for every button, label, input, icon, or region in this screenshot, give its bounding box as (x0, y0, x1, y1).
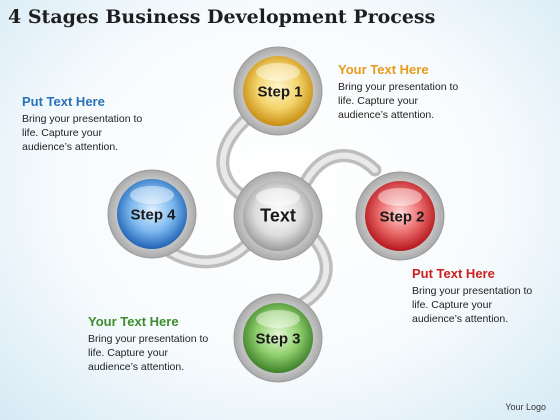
step4-node (107, 169, 197, 259)
note-title: Your Text Here (88, 314, 179, 329)
note-body: Bring your presentation to life. Capture… (338, 81, 459, 121)
step1-node (233, 46, 323, 136)
page-title: 4 Stages Business Development Process (8, 6, 436, 28)
note-title: Your Text Here (338, 62, 429, 77)
note-step2: Put Text Here Bring your presentation to… (412, 266, 544, 326)
note-step3: Your Text Here Bring your presentation t… (88, 314, 220, 374)
step3-node (233, 293, 323, 383)
step2-label: Step 2 (379, 208, 425, 226)
step1-label: Step 1 (257, 83, 303, 101)
note-body: Bring your presentation to life. Capture… (88, 333, 209, 373)
step3-label: Step 3 (255, 330, 301, 348)
step4-label: Step 4 (130, 206, 176, 224)
step2-node (355, 171, 445, 261)
center-node (233, 171, 323, 261)
note-title: Put Text Here (412, 266, 495, 281)
center-label: Text (260, 205, 296, 226)
note-body: Bring your presentation to life. Capture… (412, 285, 533, 325)
note-body: Bring your presentation to life. Capture… (22, 113, 143, 153)
footer-logo: Your Logo (505, 402, 546, 412)
note-title: Put Text Here (22, 94, 105, 109)
note-step1: Your Text Here Bring your presentation t… (338, 62, 470, 122)
note-step4: Put Text Here Bring your presentation to… (22, 94, 154, 154)
